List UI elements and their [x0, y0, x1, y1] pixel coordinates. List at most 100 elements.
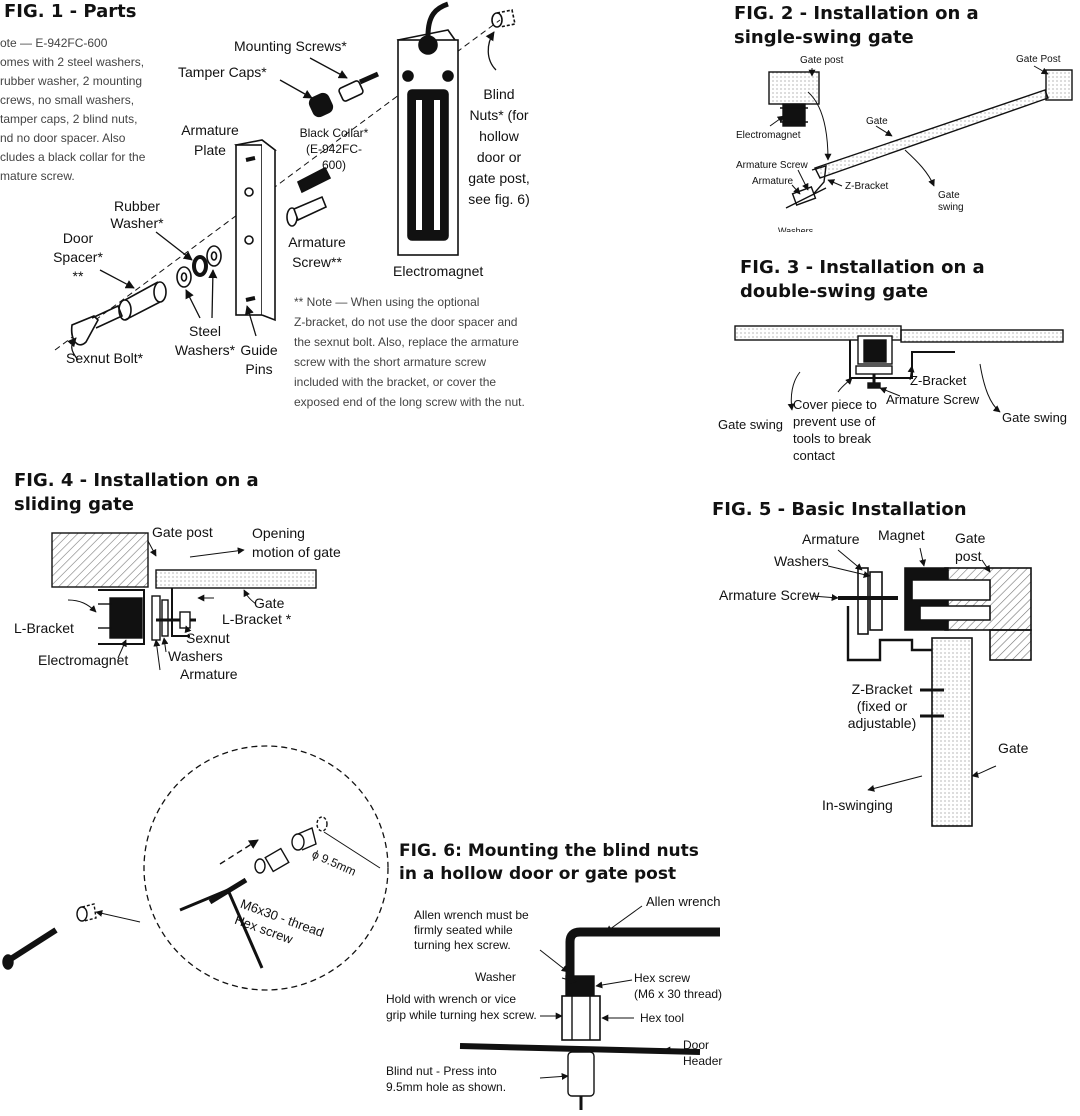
fig6-magnified-parts: [179, 816, 381, 969]
fig4-label-l-bracket-right: L-Bracket *: [222, 611, 292, 627]
fig1-black-collar: [296, 166, 332, 194]
fig6-label-hex-tool: Hex tool: [640, 1011, 685, 1025]
fig5-leaders: [811, 547, 997, 792]
fig6-magnifier-circle: [143, 745, 389, 991]
fig6-blind-nut: [567, 1051, 595, 1097]
fig1-label-armature-plate: Armature Plate: [181, 122, 239, 158]
fig2-label-gate-post-right: Gate Post: [1016, 54, 1061, 65]
fig1-mounting-screws: [338, 71, 380, 102]
fig2-label-gate-swing: Gate swing: [938, 190, 964, 213]
fig4-l-bracket-right: [171, 588, 190, 637]
fig1-leaders: [67, 31, 497, 361]
fig3-drawing: [734, 325, 1064, 413]
fig4-label-electromagnet: Electromagnet: [38, 652, 129, 668]
fig1-label-black-collar: Black Collar* (E-942FC-600): [299, 126, 369, 172]
fig6-label-allen-wrench: Allen wrench: [646, 894, 721, 909]
fig6-allen-wrench: [565, 927, 720, 990]
fig6-drawing: [2, 745, 720, 1110]
fig2-gate: [814, 89, 1049, 179]
fig1-title: FIG. 1 - Parts: [4, 1, 137, 22]
fig3-electromagnet: [863, 339, 887, 363]
fig1-label-blind-nuts: Blind Nuts* (for hollow door or gate pos…: [468, 86, 530, 207]
fig6-leaders: [539, 905, 680, 1080]
fig1-label-guide-pins: Guide Pins: [240, 342, 278, 377]
fig5-label-magnet: Magnet: [878, 527, 925, 543]
fig5-label-gate: Gate: [998, 740, 1029, 756]
fig6-hex-tool: [561, 995, 601, 1041]
fig6-label-allen-note: Allen wrench must be firmly seated while…: [414, 908, 529, 952]
fig1-bottom-note: ** Note — When using the optional Z-brac…: [294, 295, 525, 409]
fig2-title: FIG. 2 - Installation on a single-swing …: [734, 3, 979, 48]
fig1-label-rubber-washer: Rubber Washer*: [110, 198, 164, 231]
fig4-armature: [151, 595, 161, 641]
fig1-door-spacer: [118, 281, 167, 321]
fig6-label-blind-nut: Blind nut - Press into 9.5mm hole as sho…: [386, 1064, 507, 1094]
fig5-label-armature-screw: Armature Screw: [719, 587, 820, 603]
fig4-electromagnet: [109, 597, 143, 639]
fig5-z-bracket: [846, 606, 932, 662]
fig2-gate-post-right: [1045, 69, 1073, 101]
fig1-label-door-spacer: Door Spacer* **: [53, 230, 103, 284]
fig1-rubber-washer: [192, 255, 208, 277]
fig5-armature: [857, 567, 869, 635]
fig2-label-washers: Washers: [778, 226, 814, 232]
fig1-electromagnet: [396, 1, 459, 256]
fig6-label-hex-screw: Hex screw (M6 x 30 thread): [634, 971, 723, 1001]
fig4-drawing: [51, 532, 317, 671]
fig2-label-electromagnet: Electromagnet: [736, 130, 801, 141]
fig2-leaders: [769, 65, 1049, 195]
fig3-label-z-bracket: Z-Bracket: [910, 373, 967, 388]
fig1-steel-washer-right: [206, 245, 222, 267]
fig2-label-gate: Gate: [866, 116, 888, 127]
fig4-label-sexnut: Sexnut: [186, 630, 230, 646]
fig3-title: FIG. 3 - Installation on a double-swing …: [740, 257, 985, 302]
fig1-left-note: ote — E-942FC-600 omes with 2 steel wash…: [0, 36, 146, 183]
fig4-label-gate: Gate: [254, 595, 285, 611]
fig1-steel-washer-left: [176, 266, 192, 288]
fig4-title: FIG. 4 - Installation on a sliding gate: [14, 470, 259, 515]
fig5-label-washers: Washers: [774, 553, 829, 569]
fig4-label-opening-motion: Opening motion of gate: [252, 525, 341, 560]
fig1-armature-plate: [234, 139, 277, 322]
fig2-label-armature-screw: Armature Screw: [736, 160, 808, 171]
fig1-sexnut-bolt: [70, 304, 124, 346]
fig3-armature: [855, 365, 893, 375]
fig1-label-electromagnet: Electromagnet: [393, 263, 484, 279]
fig4-gate: [155, 569, 317, 589]
fig5-label-z-bracket: Z-Bracket (fixed or adjustable): [847, 681, 917, 731]
fig5-label-armature: Armature: [802, 531, 860, 547]
fig4-label-gate-post: Gate post: [152, 524, 213, 540]
fig1-blind-nut: [491, 9, 516, 28]
fig2-armature: [791, 186, 817, 206]
fig1-label-armature-screw: Armature Screw**: [288, 234, 346, 270]
fig3-gate-right: [900, 329, 1064, 343]
fig2-drawing: [768, 65, 1073, 209]
fig1-drawing: [54, 1, 516, 361]
fig1-label-sexnut-bolt: Sexnut Bolt*: [66, 350, 144, 366]
fig1-label-mounting-screws: Mounting Screws*: [234, 38, 347, 54]
fig1-tamper-cap: [308, 92, 334, 118]
fig3-label-gate-swing-left: Gate swing: [718, 417, 784, 432]
fig2-label-gate-post-left: Gate post: [800, 55, 844, 66]
fig6-outer-screw: [2, 903, 141, 970]
fig2-label-z-bracket: Z-Bracket: [845, 181, 889, 192]
fig4-label-armature: Armature: [180, 666, 238, 682]
fig1-label-steel-washers: Steel Washers*: [174, 323, 236, 358]
fig4-label-l-bracket-left: L-Bracket: [14, 620, 74, 636]
fig4-sexnut: [179, 611, 191, 629]
fig1-armature-screw: [286, 195, 328, 227]
fig4-leaders: [67, 540, 257, 671]
fig6-label-washer: Washer: [475, 970, 516, 984]
fig4-label-washers: Washers: [168, 648, 223, 664]
fig3-label-gate-swing-right: Gate swing: [1002, 410, 1068, 425]
fig2-gate-post-left: [768, 71, 820, 105]
fig5-title: FIG. 5 - Basic Installation: [712, 499, 967, 520]
fig2-electromagnet: [782, 103, 806, 127]
fig5-label-gate-post: Gate post: [955, 530, 986, 564]
fig5-label-in-swinging: In-swinging: [822, 797, 893, 813]
fig5-gate: [931, 637, 973, 827]
fig2-label-armature: Armature: [752, 176, 794, 187]
fig3-label-cover-piece: Cover piece to prevent use of tools to b…: [793, 397, 877, 463]
fig6-label-hold-note: Hold with wrench or vice grip while turn…: [386, 992, 537, 1022]
